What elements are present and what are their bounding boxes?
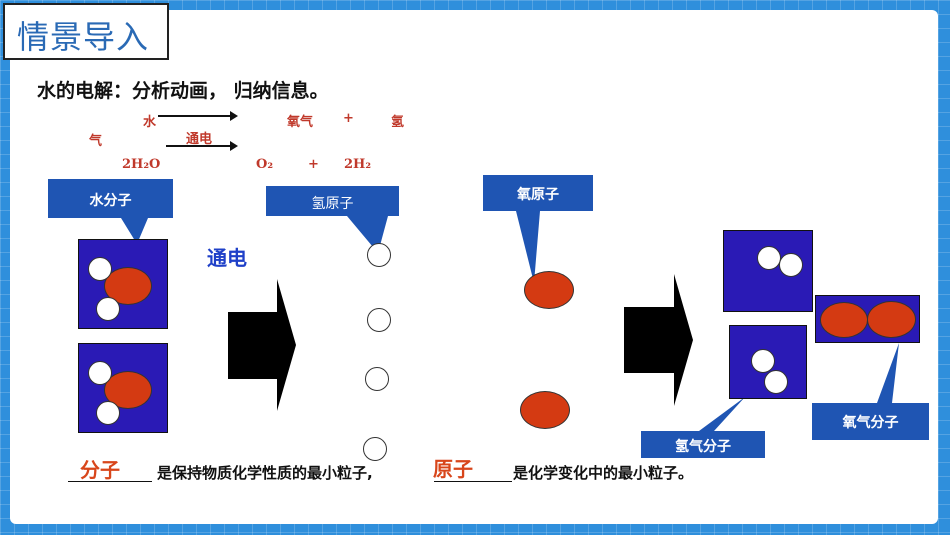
water-molecule-label: 水分子 — [89, 193, 132, 209]
hydrogen-atom — [751, 349, 775, 373]
hydrogen-atom — [764, 370, 788, 394]
oxygen-atom — [520, 391, 570, 429]
eq-hydrogen-1: 氢 — [391, 115, 405, 130]
hydrogen-atom — [365, 367, 389, 391]
hydrogen-atom — [757, 246, 781, 270]
hydrogen-atom — [96, 401, 120, 425]
oxygen-atom — [820, 302, 868, 338]
formula-water: 2H₂O — [122, 157, 161, 172]
sentence-2: 是化学变化中的最小粒子。 — [513, 464, 694, 482]
hydrogen-atom — [367, 308, 391, 332]
reaction-arrows — [158, 111, 238, 151]
water-molecule-box — [78, 239, 168, 329]
oxygen-atom — [524, 271, 574, 309]
electrify-label: 通电 — [207, 246, 247, 270]
hydrogen-atom-callout-shape — [266, 186, 399, 253]
oxygen-atom — [867, 301, 916, 338]
water-molecule-box — [78, 343, 168, 433]
eq-water: 水 — [143, 115, 157, 130]
hydrogen-molecule-callout-shape — [641, 397, 765, 458]
formula-oxygen: O₂ — [256, 157, 274, 172]
hydrogen-atom — [367, 243, 391, 267]
title-box: 情景导入 — [3, 3, 169, 60]
oxygen-molecule-callout-shape — [812, 343, 929, 440]
hydrogen-molecule-label: 氢气分子 — [675, 439, 731, 455]
page-title: 情景导入 — [17, 18, 150, 56]
oxygen-atom-label: 氧原子 — [517, 187, 559, 203]
sentence-1: 是保持物质化学性质的最小粒子, — [157, 464, 373, 482]
hydrogen-atom — [779, 253, 803, 277]
formula-plus: + — [308, 157, 319, 172]
answer-atom: 原子 — [433, 457, 473, 481]
eq-plus: + — [343, 111, 354, 126]
big-arrow-2 — [624, 274, 693, 406]
oxygen-molecule-label: 氧气分子 — [842, 415, 899, 431]
eq-condition: 通电 — [186, 132, 213, 147]
oxygen-molecule-box — [815, 295, 920, 343]
hydrogen-atom-label: 氢原子 — [311, 196, 354, 212]
hydrogen-atom — [363, 437, 387, 461]
blank-underline-1 — [68, 481, 152, 482]
hydrogen-atom — [88, 361, 112, 385]
water-callout-shape — [48, 179, 173, 244]
hydrogen-atom — [88, 257, 112, 281]
hydrogen-molecule-box — [723, 230, 813, 312]
eq-oxygen: 氧气 — [287, 115, 314, 130]
hydrogen-atom — [96, 297, 120, 321]
heading: 水的电解：分析动画， 归纳信息。 — [37, 80, 329, 102]
eq-hydrogen-2: 气 — [89, 134, 103, 149]
big-arrow-1 — [228, 279, 296, 411]
formula-hydrogen: 2H₂ — [344, 157, 372, 172]
answer-molecule: 分子 — [80, 458, 120, 482]
blank-underline-2 — [434, 481, 512, 482]
hydrogen-molecule-box — [729, 325, 807, 399]
oxygen-atom-callout-shape — [483, 175, 593, 283]
